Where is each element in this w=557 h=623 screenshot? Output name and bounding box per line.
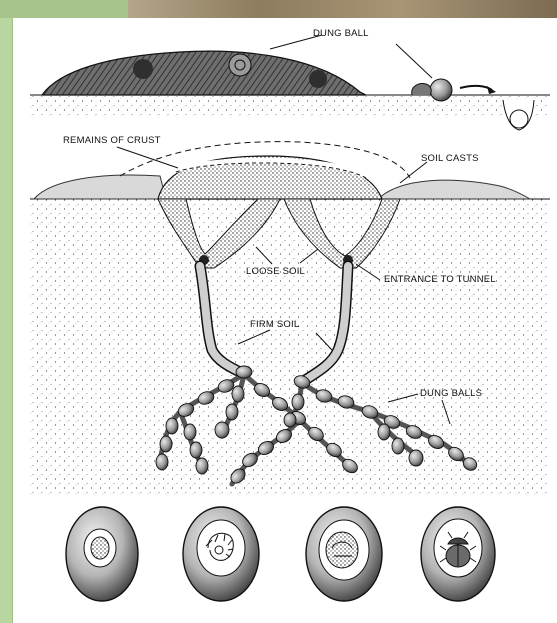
dung-ball-in-pat-3 bbox=[309, 70, 327, 88]
egg-icon bbox=[91, 537, 109, 559]
dung-ball-in-pat-2 bbox=[229, 54, 251, 76]
soil-casts-left bbox=[34, 175, 166, 199]
beetle-pushing-icon bbox=[412, 84, 432, 95]
label-dung-ball: DUNG BALL bbox=[313, 28, 369, 39]
surface-scene: DUNG BALL bbox=[30, 28, 550, 130]
pupa-stage bbox=[306, 507, 382, 601]
rolling-dung-ball bbox=[430, 79, 452, 101]
nest-cross-section: REMAINS OF CRUST SOIL CASTS LOOSE SOIL E… bbox=[30, 135, 550, 496]
label-loose-soil: LOOSE SOIL bbox=[246, 266, 305, 277]
pupa-icon bbox=[326, 532, 358, 568]
egg-stage bbox=[66, 507, 138, 601]
label-firm-soil: FIRM SOIL bbox=[250, 319, 299, 330]
label-entrance-to-tunnel: ENTRANCE TO TUNNEL bbox=[384, 274, 496, 285]
label-soil-casts: SOIL CASTS bbox=[421, 153, 479, 164]
buried-dung-ball bbox=[510, 110, 528, 128]
dung-ball-in-pat-1 bbox=[133, 59, 153, 79]
label-remains-of-crust: REMAINS OF CRUST bbox=[63, 135, 161, 146]
adult-beetle-stage bbox=[421, 507, 495, 601]
label-dung-balls: DUNG BALLS bbox=[420, 388, 482, 399]
larva-stage bbox=[183, 507, 259, 601]
brood-ball-stages bbox=[66, 507, 495, 601]
